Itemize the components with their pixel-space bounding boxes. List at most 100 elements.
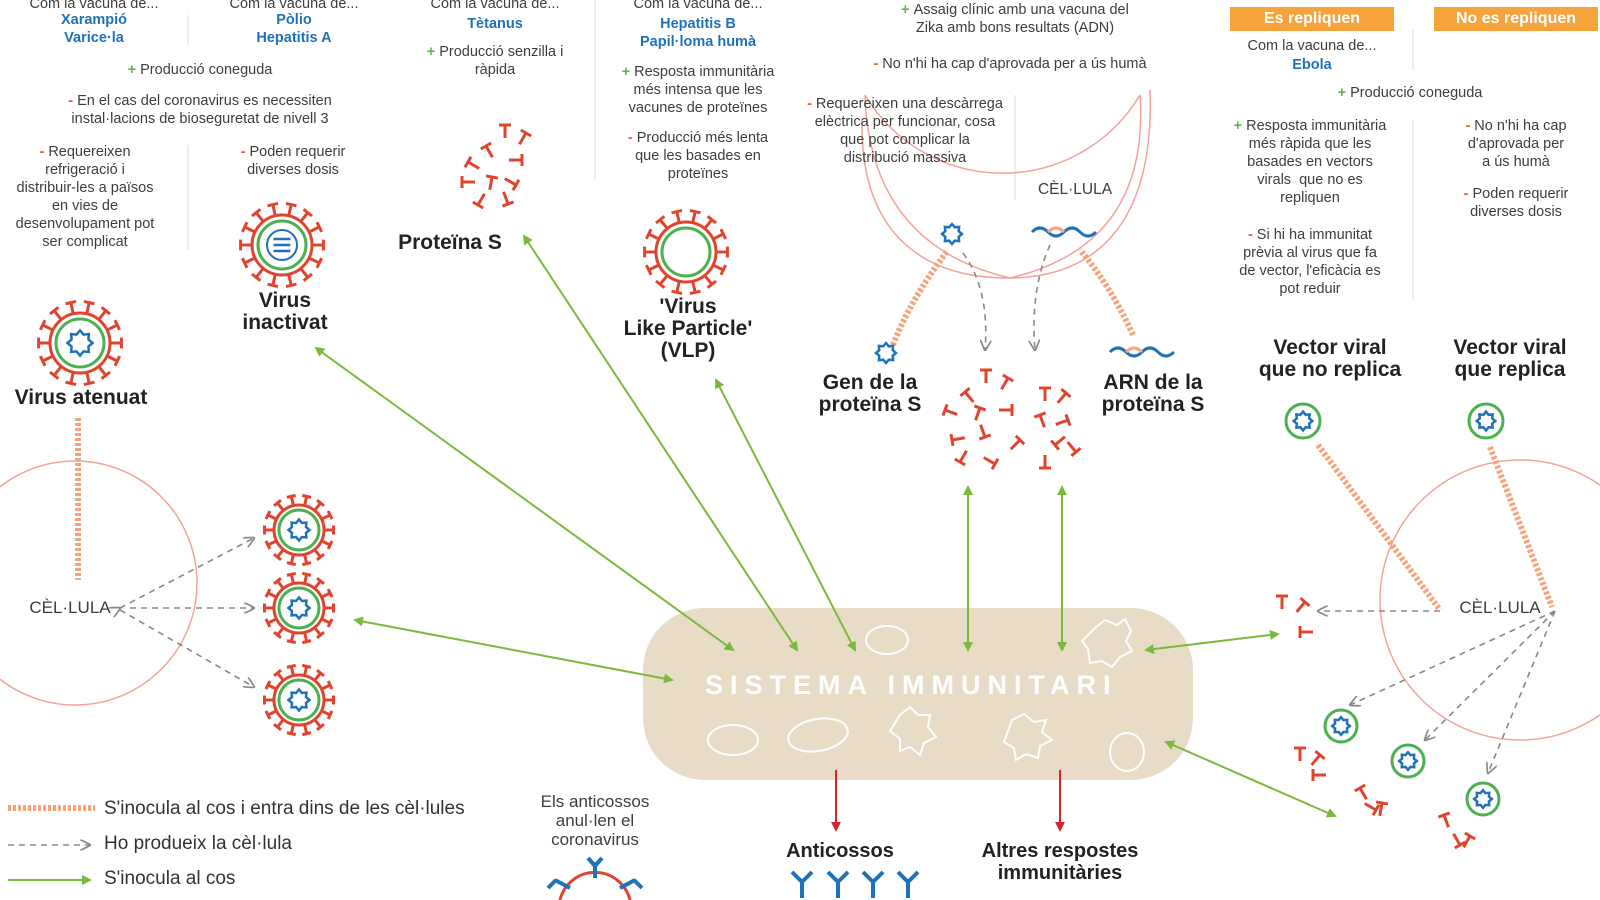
- legend-inoculate: S'inocula al cos: [104, 868, 236, 889]
- col3-with: Com la vacuna de...: [430, 0, 560, 12]
- heading-proteina-s: Proteïna S: [398, 231, 502, 254]
- replicated-virus-icon: [263, 571, 335, 645]
- heading-arn-proteina: ARN de la proteïna S: [1101, 371, 1205, 416]
- virus-icons: [37, 201, 1505, 817]
- col6-with: Com la vacuna de...: [1247, 38, 1377, 54]
- col2-minus: - Poden requerir diverses dosis: [240, 144, 346, 178]
- legend-inoculate-cells: S'inocula al cos i entra dins de les cèl…: [104, 798, 465, 819]
- col6-minus3: - Poden requerir diverses dosis: [1463, 186, 1569, 220]
- spike-protein-icon: [485, 174, 499, 191]
- spike-protein-icon: [1009, 434, 1026, 451]
- macrophage-shape: [1080, 617, 1134, 669]
- antibody-icon: [861, 870, 885, 898]
- spike-protein-icon: [978, 424, 992, 441]
- arrow-vec-norep: [1144, 629, 1280, 655]
- col5-cell-label: CÈL·LULA: [1037, 181, 1113, 198]
- arrow-vec-rep: [1164, 740, 1337, 818]
- spike-protein-icon: [1276, 594, 1288, 609]
- rna-icon: [1046, 226, 1066, 234]
- inoculate-lines: [8, 248, 1555, 811]
- col2-with: Com la vacuna de...: [229, 0, 359, 12]
- neutralize-note: Els anticossos anul·len el coronavirus: [540, 792, 650, 849]
- spike-protein-icon: [949, 433, 966, 447]
- col1-with: Com la vacuna de...: [29, 0, 159, 12]
- green-arrows: [314, 234, 1337, 818]
- spike-protein-icon: [1310, 749, 1326, 766]
- spike-protein-icon: [1437, 811, 1451, 828]
- grey-dashed-arrows: [8, 244, 1556, 845]
- antibody-icon: [826, 870, 850, 898]
- col2-vaccines: Pòlio Hepatitis A: [256, 12, 332, 46]
- col3-vaccines: Tètanus: [467, 16, 523, 32]
- virus-atenuat-icon: [37, 299, 123, 387]
- gen-icon: [940, 222, 964, 246]
- spike-protein-icon: [1039, 455, 1051, 470]
- spike-protein-icon: [1462, 831, 1476, 849]
- cell-shape: [707, 724, 759, 756]
- right-cell-label: CÈL·LULA: [1459, 598, 1541, 617]
- spike-protein-icon: [973, 404, 987, 421]
- col5-minus1: - No n'hi ha cap d'aprovada per a ús hum…: [873, 56, 1147, 72]
- col3-plus: + Producció senzilla i ràpida: [426, 44, 564, 78]
- col1-minus: - Requereixen refrigeració i distribuir-…: [15, 144, 155, 250]
- tag-replicate: Es repliquen: [1230, 7, 1394, 31]
- spike-protein-icon: [1311, 769, 1326, 781]
- vector-no-replica-icon: [1284, 402, 1322, 440]
- spike-protein-icon: [460, 176, 475, 188]
- spike-protein-icon: [472, 192, 486, 210]
- col6-plus1: + Producció coneguda: [1337, 85, 1483, 101]
- vector-copy-icon: [1390, 743, 1426, 779]
- spike-protein-icon: [1056, 387, 1072, 404]
- gen-icon: [874, 341, 898, 365]
- spike-protein-icon: [1000, 373, 1014, 391]
- spike-protein-icon: [1452, 832, 1466, 850]
- spike-protein-icon: [999, 404, 1014, 416]
- col6-vaccines: Ebola: [1292, 57, 1332, 73]
- rna-icon: [1124, 346, 1144, 354]
- spike-protein-icons: [460, 123, 1476, 850]
- spike-protein-icon: [518, 128, 532, 146]
- heading-vlp: 'Virus Like Particle' (VLP): [623, 295, 753, 362]
- heading-vector-replica: Vector viral que replica: [1453, 336, 1567, 381]
- col4-minus: - Producció més lenta que les basades en…: [627, 130, 769, 182]
- spike-protein-icon: [463, 156, 481, 170]
- cell-shape: [865, 625, 909, 655]
- macrophage-shape: [1002, 712, 1054, 762]
- spike-protein-icon: [480, 141, 494, 159]
- spike-protein-icon: [959, 386, 975, 403]
- antibody-icon: [790, 870, 814, 898]
- heading-vector-no-replica: Vector viral que no replica: [1258, 336, 1402, 381]
- rna-squiggles: [1030, 226, 1176, 358]
- col6-plus2: + Resposta immunitària més ràpida que le…: [1233, 118, 1387, 206]
- antibody-icon: [896, 870, 920, 898]
- arrow-atenuat: [353, 616, 674, 684]
- spike-protein-icon: [1049, 435, 1066, 451]
- col5-plus: + Assaig clínic amb una vacuna del Zika …: [901, 2, 1129, 36]
- col4-plus: + Resposta immunitària més intensa que l…: [621, 64, 775, 116]
- spike-protein-icon: [499, 123, 511, 138]
- col4-with: Com la vacuna de...: [633, 0, 763, 12]
- virus-inactivat-icon: [239, 201, 325, 289]
- col5-minus2: - Requereixen una descàrrega elèctrica p…: [807, 96, 1003, 166]
- col6-minus2: - No n'hi ha cap d'aprovada per a ús hum…: [1465, 118, 1567, 170]
- shared12-minus: - En el cas del coronavirus es necessite…: [68, 93, 332, 127]
- heading-virus-atenuat: Virus atenuat: [14, 386, 148, 409]
- spike-protein-icon: [1066, 441, 1082, 458]
- immune-system-label: SISTEMA IMMUNITARI: [705, 670, 1118, 700]
- spike-protein-icon: [1363, 802, 1381, 816]
- heading-virus-inactivat: Virus inactivat: [242, 289, 328, 334]
- vector-copy-icon: [1465, 781, 1501, 817]
- col6-minus1: - Si hi ha immunitat prèvia al virus que…: [1239, 227, 1381, 297]
- spike-protein-icon: [1039, 386, 1051, 401]
- antibodies-label: Anticossos: [786, 840, 894, 862]
- spike-protein-icon: [1033, 411, 1047, 428]
- spike-protein-icon: [503, 177, 521, 191]
- col1-vaccines: Xarampió Varice·la: [60, 12, 128, 46]
- spike-protein-icon: [1298, 626, 1313, 638]
- shared12-plus: + Producció coneguda: [127, 62, 273, 78]
- cell-shape: [1109, 732, 1145, 772]
- cell-shape: [787, 717, 849, 753]
- arrow-vlp: [715, 378, 856, 652]
